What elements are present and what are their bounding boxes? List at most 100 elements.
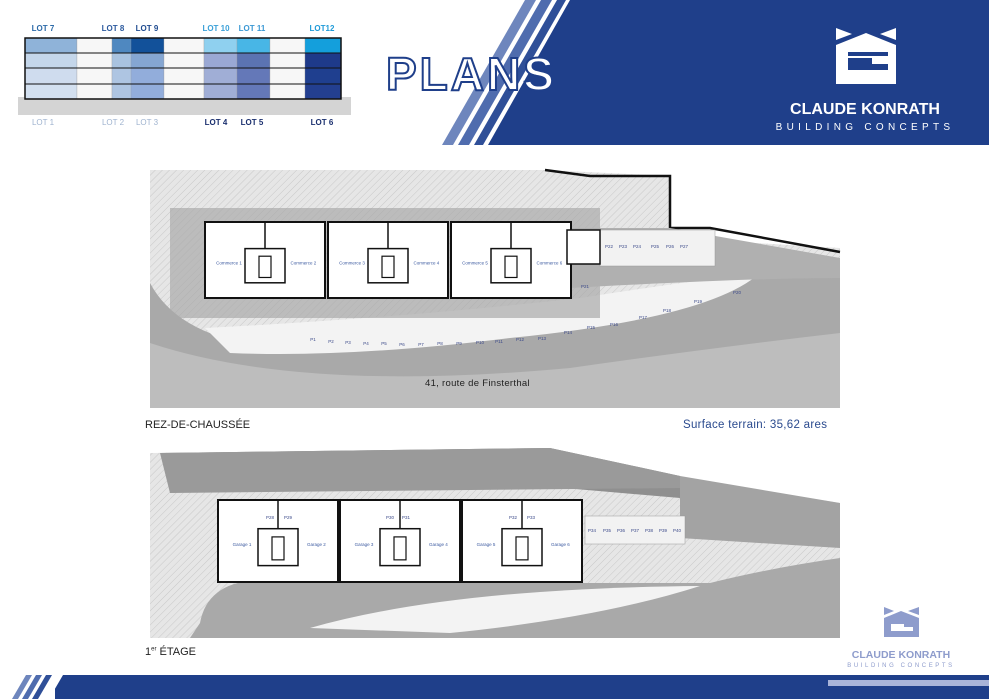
commerce-unit-label: Commerce 3	[339, 261, 365, 266]
parking-space-label: P6	[399, 342, 405, 347]
footer: CLAUDE KONRATH BUILDING CONCEPTS	[12, 603, 989, 699]
parking-space-label: P10	[476, 340, 485, 345]
lot-cell	[130, 83, 165, 100]
parking-space-label: P12	[516, 337, 525, 342]
footer-stripe	[12, 675, 32, 699]
parking-space-label: P18	[663, 308, 672, 313]
parking-space-label: P24	[633, 244, 642, 249]
parking-space-label: P17	[639, 315, 648, 320]
page-title: PLANS	[386, 48, 557, 100]
lot-cell	[130, 67, 165, 85]
lot-cell	[304, 83, 342, 100]
lot-cell	[163, 52, 205, 69]
ground-hatch	[18, 97, 351, 115]
footer-stripe	[32, 675, 52, 699]
parking-space-label: P30	[386, 515, 395, 520]
lot-label-top: LOT 10	[202, 24, 230, 33]
parking-space-label: P31	[402, 515, 411, 520]
stair-core	[490, 247, 532, 284]
lot-label-top: LOT 7	[32, 24, 55, 33]
lot-cell	[304, 52, 342, 69]
parking-space-label: P28	[266, 515, 275, 520]
parking-space-label: P39	[659, 528, 668, 533]
parking-row	[599, 229, 716, 267]
parking-space-label: P32	[509, 515, 518, 520]
commerce-unit-label: Commerce 4	[414, 261, 440, 266]
parking-space-label: P3	[345, 340, 351, 345]
lot-label-top: LOT 9	[136, 24, 159, 33]
stair-core	[379, 527, 421, 567]
stair-core	[244, 247, 286, 284]
parking-space-label: P22	[605, 244, 614, 249]
technical-room	[566, 229, 601, 265]
surface-terrain: Surface terrain: 35,62 ares	[683, 419, 828, 431]
header-stripe	[442, 0, 536, 145]
garage-unit-label: Garage 3	[355, 542, 374, 547]
lot-cell	[269, 83, 306, 100]
parking-space-label: P13	[538, 336, 547, 341]
lot-cell	[130, 37, 165, 54]
lot-cell	[24, 67, 78, 85]
parking-space-label: P33	[527, 515, 536, 520]
parking-row	[584, 515, 686, 545]
parking-space-label: P29	[284, 515, 293, 520]
lot-cell	[163, 83, 205, 100]
lot-cell	[203, 67, 238, 85]
commerce-unit-label: Commerce 1	[216, 261, 242, 266]
lot-cell	[24, 37, 78, 54]
parking-space-label: P37	[631, 528, 640, 533]
commerce-unit-label: Commerce 5	[462, 261, 488, 266]
brand-tagline: BUILDING CONCEPTS	[776, 122, 955, 133]
commerce-unit-label: Commerce 2	[291, 261, 317, 266]
parking-space-label: P4	[363, 341, 369, 346]
parking-space-label: P2	[328, 339, 334, 344]
parking-space-label: P27	[680, 244, 689, 249]
floor-suffix: er	[151, 646, 157, 653]
parking-space-label: P26	[666, 244, 675, 249]
lot-cell	[304, 37, 342, 54]
lot-cell	[236, 83, 271, 100]
garage-unit-label: Garage 4	[429, 542, 448, 547]
lot-label-top: LOT 11	[239, 24, 266, 33]
first-floor-title: 1er ÉTAGE	[145, 646, 196, 658]
lot-cell	[269, 52, 306, 69]
footer-brand-name: CLAUDE KONRATH	[852, 649, 950, 661]
lot-label-bottom: LOT 2	[102, 118, 125, 127]
building-block	[204, 221, 326, 299]
lot-cell	[163, 67, 205, 85]
parking-space-label: P34	[588, 528, 597, 533]
parking-space-label: P21	[581, 284, 590, 289]
parking-space-label: P16	[610, 322, 619, 327]
brand-name: CLAUDE KONRATH	[790, 101, 940, 118]
lot-cell	[304, 67, 342, 85]
lot-cell	[76, 37, 113, 54]
footer-brand-tagline: BUILDING CONCEPTS	[847, 663, 955, 669]
ground-floor-plan: Commerce 1 Commerce 2 Commerce 3 Commerce 4…	[150, 168, 841, 408]
lot-label-bottom: LOT 1	[32, 118, 55, 127]
header-stripe	[474, 0, 566, 145]
lot-cell	[76, 67, 113, 85]
garage-unit-label: Garage 6	[551, 542, 570, 547]
floor-number: 1	[145, 646, 152, 658]
lot-cell	[130, 52, 165, 69]
lot-cell	[203, 52, 238, 69]
lot-cell	[269, 67, 306, 85]
commerce-unit-label: Commerce 6	[537, 261, 563, 266]
parking-space-label: P15	[587, 325, 596, 330]
lot-cell	[24, 83, 78, 100]
parking-space-label: P14	[564, 330, 573, 335]
lot-cell	[203, 37, 238, 54]
parking-space-label: P20	[733, 290, 742, 295]
elevator	[258, 255, 272, 279]
lot-label-bottom: LOT 3	[136, 118, 159, 127]
elevator	[504, 255, 518, 279]
parking-space-label: P5	[381, 341, 387, 346]
footer-stripe	[22, 675, 42, 699]
street-name: 41, route de Finsterthal	[425, 378, 530, 389]
stair-core	[257, 527, 299, 567]
parking-space-label: P8	[437, 341, 443, 346]
header-banner: PLANS CLAUDE KONRATH BUILDING CONCEPTS	[385, 0, 989, 145]
parking-space-label: P11	[495, 339, 503, 344]
